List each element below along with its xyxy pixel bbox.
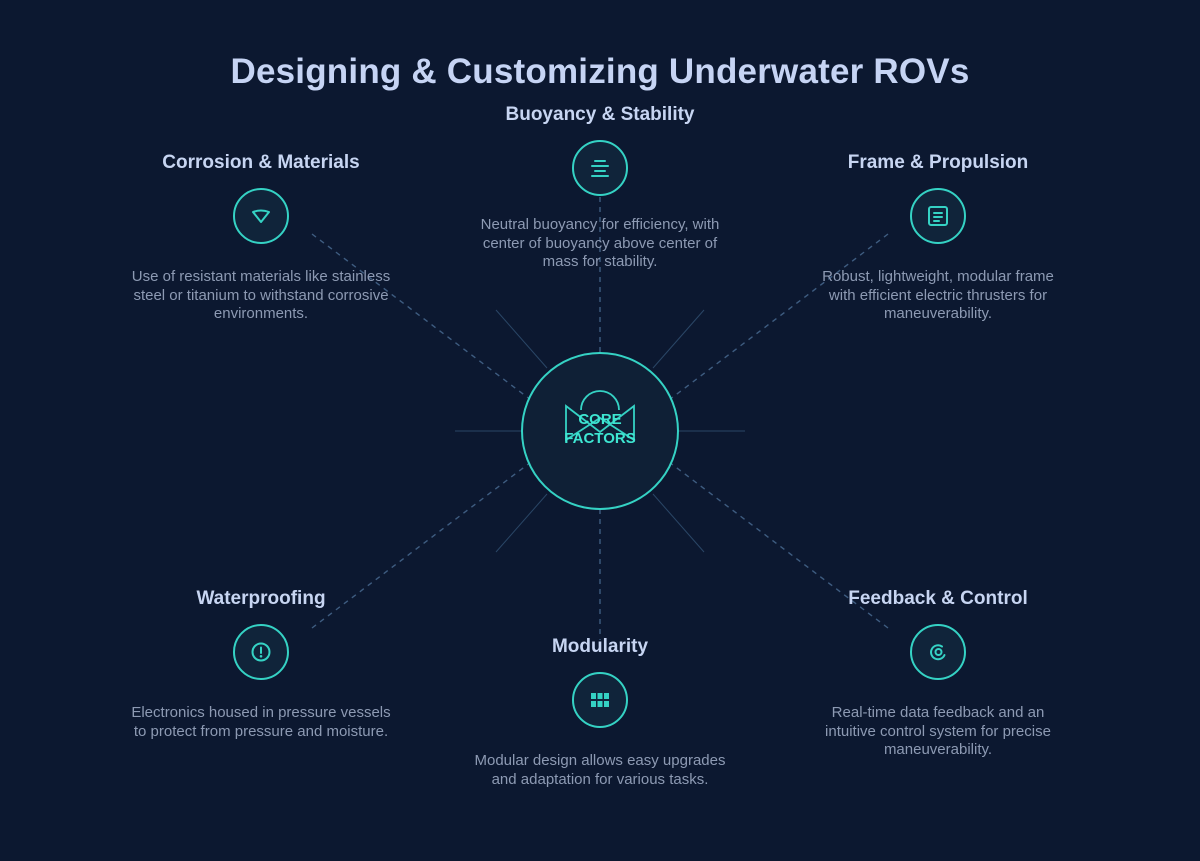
hub-label-line1: CORE bbox=[578, 411, 622, 428]
node-title: Corrosion & Materials bbox=[162, 152, 360, 173]
hub-label: CORE FACTORS bbox=[540, 410, 660, 448]
node-icon-ring bbox=[572, 672, 628, 728]
page-title: Designing & Customizing Underwater ROVs bbox=[230, 52, 970, 91]
node-description: Modular design allows easy upgrades and … bbox=[474, 752, 726, 788]
node-title: Modularity bbox=[551, 636, 649, 657]
node-icon-ring bbox=[233, 188, 289, 244]
node-frame-propulsion: Frame & Propulsion Robust, lightweight, … bbox=[798, 151, 1078, 324]
node-description: Real-time data feedback and an intuitive… bbox=[825, 704, 1051, 758]
node-title: Feedback & Control bbox=[848, 588, 1028, 609]
node-buoyancy-stability: Buoyancy & Stability Neutral buoyancy fo… bbox=[460, 103, 740, 272]
node-modularity: Modularity Modular design allows easy up… bbox=[460, 635, 740, 789]
node-description: Robust, lightweight, modular frame with … bbox=[822, 268, 1054, 322]
node-feedback-control: Feedback & Control Real-time data feedba… bbox=[798, 587, 1078, 760]
grid-blocks-icon bbox=[591, 693, 609, 707]
spoke-lower-right bbox=[652, 493, 705, 553]
node-title: Buoyancy & Stability bbox=[505, 104, 695, 125]
node-icon-ring bbox=[910, 188, 966, 244]
spoke-upper-left bbox=[495, 309, 548, 369]
node-description: Electronics housed in pressure vessels t… bbox=[131, 704, 391, 740]
node-icon-ring bbox=[910, 624, 966, 680]
hub-label-line2: FACTORS bbox=[564, 430, 636, 447]
dashed-connectors bbox=[311, 197, 889, 640]
node-icon-ring bbox=[572, 140, 628, 196]
radial-spokes bbox=[455, 309, 745, 553]
shield-triangle-icon bbox=[252, 209, 270, 223]
node-description: Use of resistant materials like stainles… bbox=[131, 268, 391, 322]
rov-icon bbox=[565, 390, 635, 442]
feedback-spiral-icon bbox=[930, 644, 946, 661]
document-icon bbox=[928, 206, 948, 226]
buoyancy-levels-icon bbox=[591, 160, 609, 177]
spoke-upper-right bbox=[652, 309, 705, 369]
node-title: Frame & Propulsion bbox=[847, 152, 1029, 173]
alert-circle-icon bbox=[251, 642, 271, 662]
node-corrosion-materials: Corrosion & Materials Use of resistant m… bbox=[121, 151, 401, 324]
spoke-lower-left bbox=[495, 493, 548, 553]
node-title: Waterproofing bbox=[196, 588, 326, 609]
node-waterproofing: Waterproofing Electronics housed in pres… bbox=[121, 587, 401, 741]
node-description: Neutral buoyancy for efficiency, with ce… bbox=[480, 216, 720, 270]
node-icon-ring bbox=[233, 624, 289, 680]
